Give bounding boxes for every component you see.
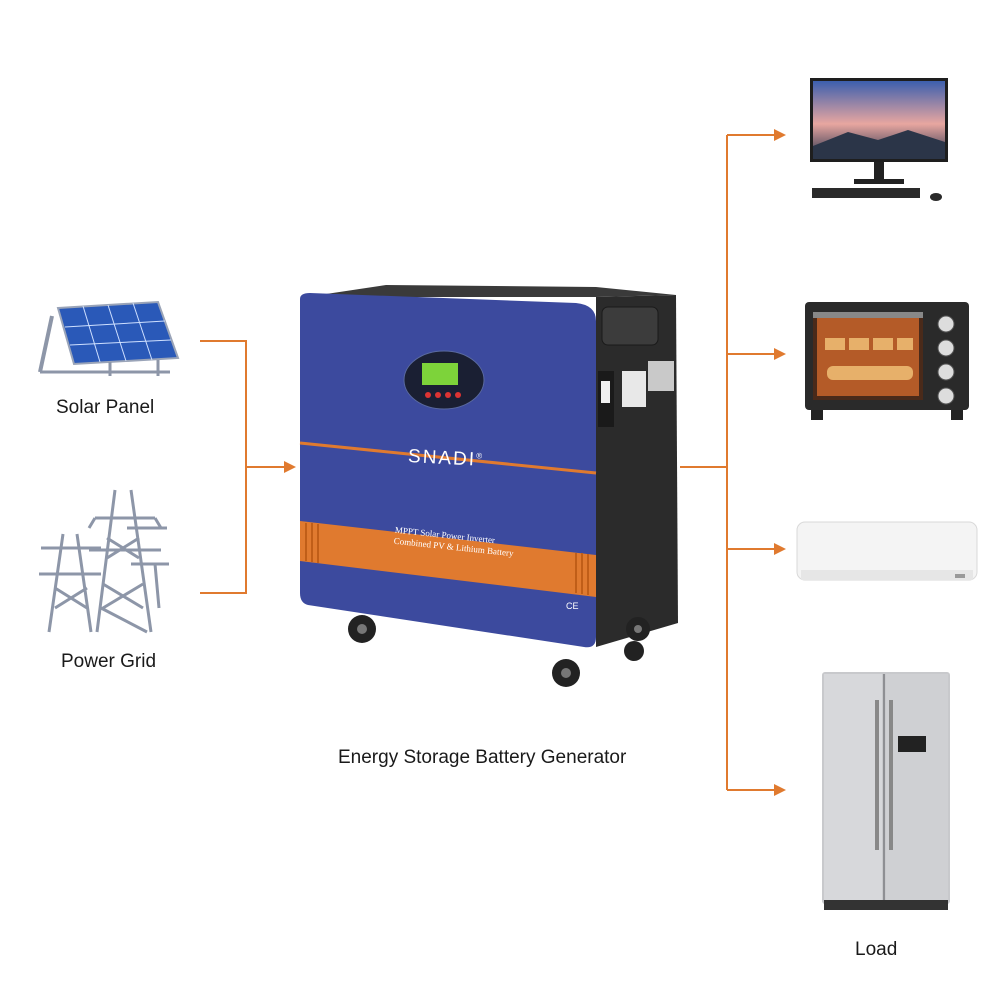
- battery-generator-unit: SNADI® MPPT Solar Power Inverter Combine…: [296, 285, 686, 695]
- solar-panel-icon: [30, 300, 180, 380]
- power-grid-label: Power Grid: [61, 651, 157, 672]
- power-grid-icon: [35, 488, 175, 638]
- arrow-head-monitor: [774, 129, 786, 141]
- computer-monitor-icon: [808, 76, 953, 206]
- ce-mark: CE: [566, 601, 579, 611]
- brand-logo: SNADI®: [407, 446, 485, 472]
- arrow-head-fridge: [774, 784, 786, 796]
- brand-mark: ®: [476, 451, 485, 461]
- solar-connector-line: [200, 340, 247, 594]
- arrow-head-oven: [774, 348, 786, 360]
- device-caption: Energy Storage Battery Generator: [338, 747, 627, 768]
- solar-panel-label: Solar Panel: [56, 397, 155, 418]
- brand-name: SNADI: [407, 446, 477, 471]
- load-label: Load: [855, 939, 898, 960]
- arrow-head-input: [284, 461, 296, 473]
- arrow-head-ac: [774, 543, 786, 555]
- toaster-oven-icon: [803, 300, 973, 425]
- refrigerator-icon: [820, 670, 955, 915]
- air-conditioner-icon: [795, 520, 980, 590]
